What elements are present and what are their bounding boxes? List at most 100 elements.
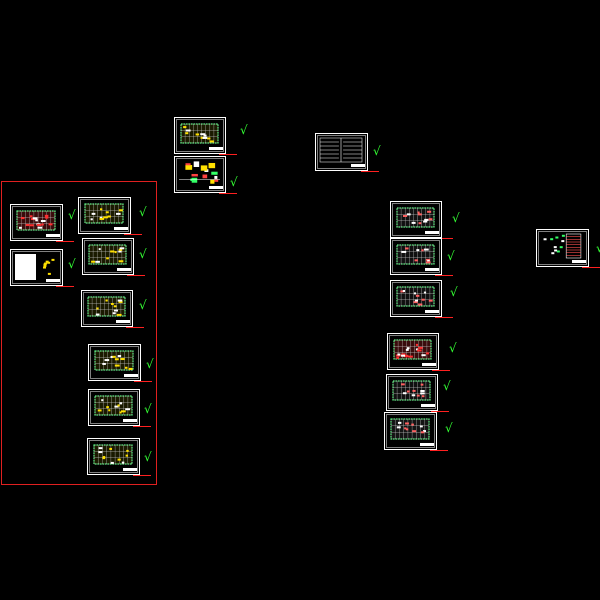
sheet-inner-border: [388, 376, 436, 409]
plan-mark: [96, 307, 99, 310]
check-mark: √: [443, 379, 451, 393]
plan-mark: [413, 301, 418, 304]
plan-mark: [98, 451, 103, 454]
sheet-inner-border: [89, 440, 138, 473]
drawing-sheet[interactable]: √: [78, 197, 148, 235]
plan-mark: [421, 249, 424, 252]
drawing-sheet[interactable]: √: [10, 249, 77, 287]
detail-mark: [191, 173, 198, 177]
sheet-inner-border: [12, 251, 61, 284]
plan-mark: [125, 408, 131, 411]
plan-mark: [104, 359, 110, 362]
plan-mark: [405, 348, 409, 351]
plan-mark: [108, 409, 111, 412]
plan-mark: [45, 216, 49, 219]
plan-mark: [421, 354, 426, 357]
detail-mark: [193, 161, 200, 168]
plan-mark: [106, 406, 109, 409]
drawing-sheet[interactable]: √: [384, 412, 454, 451]
plan-mark: [119, 411, 122, 414]
plan-mark: [114, 358, 119, 361]
check-mark: √: [139, 205, 147, 219]
plan-mark: [406, 213, 411, 216]
plan-mark: [418, 346, 423, 349]
plan-mark: [405, 422, 409, 425]
plan-mark: [119, 247, 125, 250]
plan-mark: [408, 355, 413, 358]
drawing-sheet[interactable]: √: [536, 229, 600, 268]
sheet-inner-border: [83, 292, 131, 325]
plan-mark: [35, 219, 38, 222]
plan-mark: [98, 447, 103, 450]
drawing-sheet[interactable]: √: [390, 280, 459, 318]
plan-mark: [103, 216, 108, 219]
plan-mark: [113, 309, 118, 312]
plan-mark: [423, 220, 428, 223]
drawing-sheet[interactable]: √: [81, 290, 148, 328]
plan-mark: [107, 215, 111, 218]
elevation-mark: [550, 238, 554, 241]
plan-mark: [202, 136, 208, 139]
check-mark: √: [596, 241, 600, 255]
note-mark: [47, 261, 51, 264]
plan-mark: [95, 313, 100, 316]
detail-mark: [185, 163, 191, 166]
check-mark: √: [447, 249, 455, 263]
plan-mark: [109, 447, 113, 450]
plan-outline: [396, 286, 435, 307]
plan-mark: [95, 260, 100, 263]
plan-mark: [20, 217, 25, 220]
plan-mark: [418, 303, 423, 306]
plan-mark: [418, 213, 422, 216]
plan-mark: [418, 222, 422, 225]
elevation-mark: [554, 249, 558, 252]
plan-mark: [98, 248, 101, 251]
plan-mark: [112, 355, 116, 358]
title-block: [420, 443, 434, 446]
check-mark: √: [68, 257, 76, 271]
plan-mark: [417, 349, 422, 352]
plan-mark: [396, 426, 401, 429]
plan-mark: [110, 461, 114, 464]
plan-mark: [90, 218, 93, 221]
drawing-sheet[interactable]: √: [88, 344, 155, 382]
plan-mark: [102, 457, 106, 460]
plan-mark: [120, 410, 126, 413]
drawing-sheet[interactable]: √: [82, 238, 148, 276]
plan-mark: [99, 217, 105, 220]
plan-mark: [428, 218, 433, 221]
plan-mark: [111, 302, 114, 305]
note-mark: [45, 260, 49, 263]
plan-mark: [40, 220, 46, 223]
drawing-sheet[interactable]: √: [386, 374, 452, 412]
plan-mark: [420, 390, 425, 393]
plan-mark: [106, 257, 109, 260]
drawing-sheet[interactable]: √: [387, 333, 458, 371]
plan-mark: [397, 421, 402, 424]
plan-mark: [91, 260, 96, 263]
plan-mark: [411, 221, 416, 224]
drawing-sheet[interactable]: √: [10, 204, 77, 242]
drawing-sheet[interactable]: √: [88, 389, 153, 427]
plan-mark: [405, 428, 409, 431]
plan-mark: [36, 223, 42, 226]
plan-mark: [118, 248, 123, 251]
drawing-sheet[interactable]: √: [87, 438, 153, 476]
plan-mark: [421, 298, 425, 301]
plan-mark: [32, 217, 38, 220]
sheet-inner-border: [84, 240, 132, 273]
check-mark: √: [452, 211, 460, 225]
plan-mark: [102, 456, 106, 459]
plan-mark: [117, 404, 120, 407]
plan-mark: [112, 312, 116, 315]
elevation-mark: [561, 240, 565, 243]
drawing-sheet[interactable]: √: [315, 133, 382, 172]
elevation-mark: [543, 238, 547, 241]
sheet-inner-border: [90, 346, 139, 379]
drawing-sheet[interactable]: √: [390, 201, 461, 239]
plan-mark: [401, 354, 406, 357]
note-mark: [51, 258, 55, 261]
drawing-sheet[interactable]: √: [174, 156, 239, 194]
drawing-sheet[interactable]: √: [390, 238, 456, 276]
drawing-sheet[interactable]: √: [174, 117, 249, 155]
